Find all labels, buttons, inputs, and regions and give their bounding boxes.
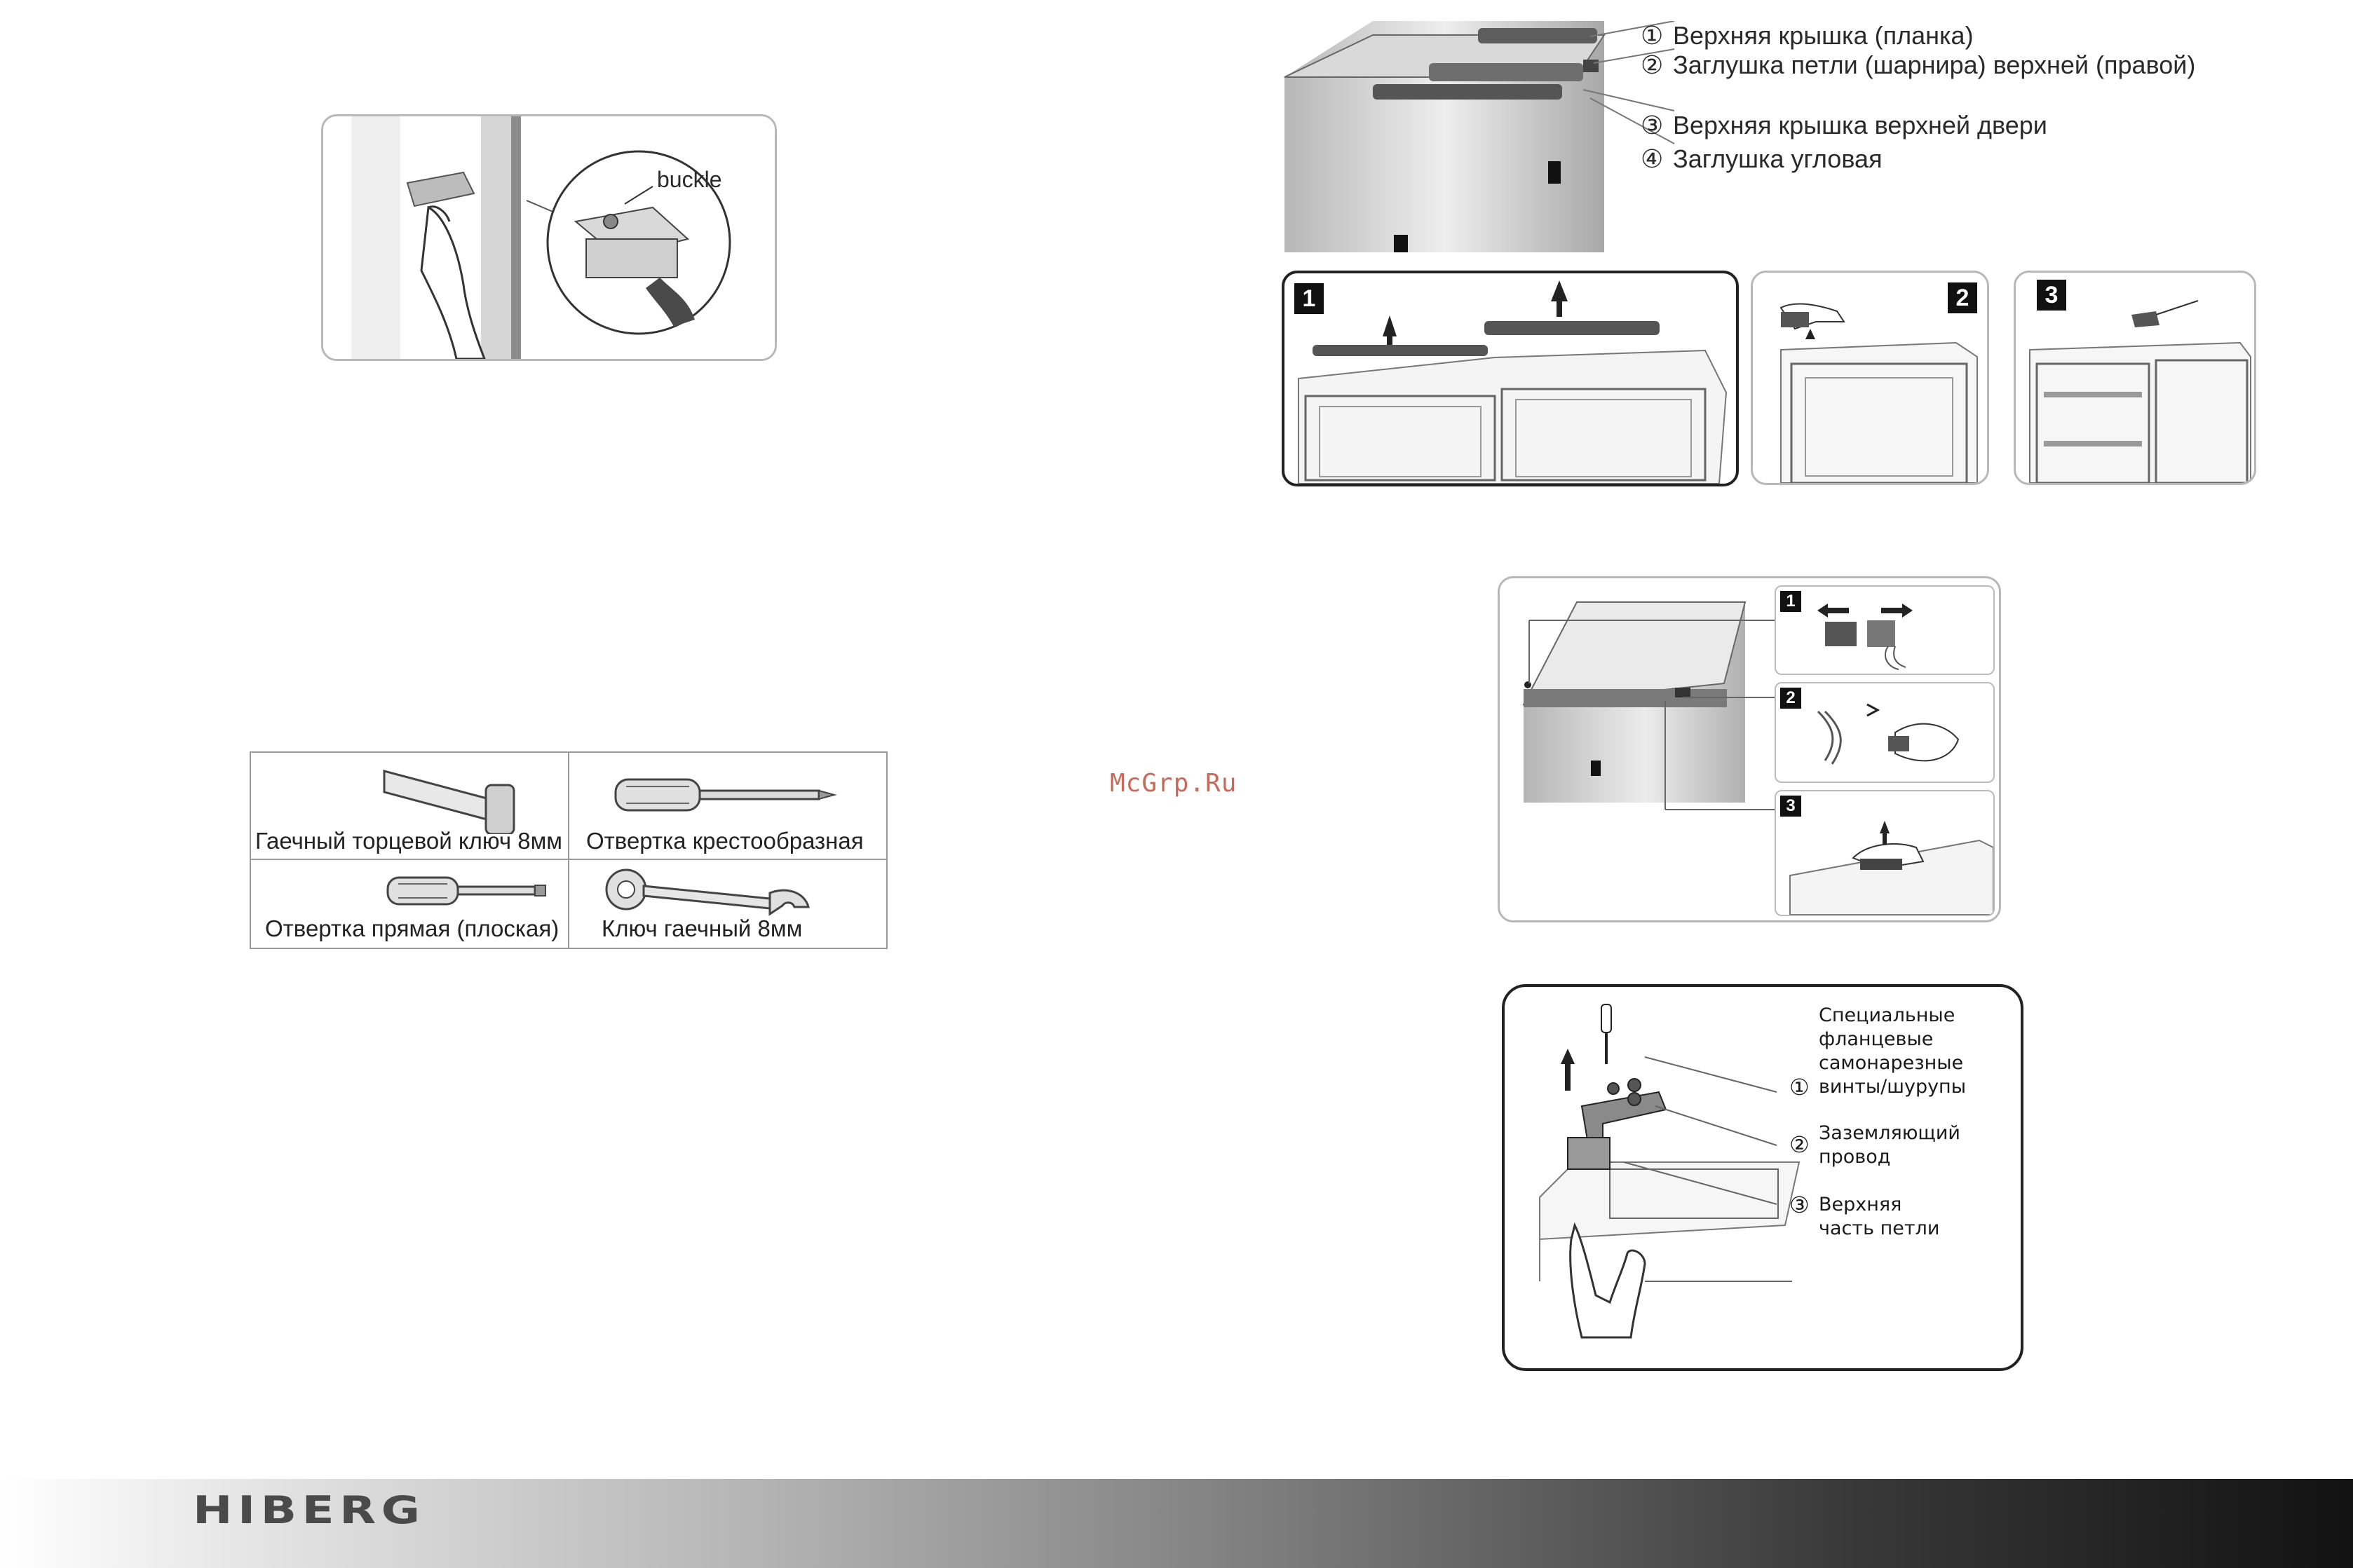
step-3-panel: 3 xyxy=(2014,271,2256,485)
footer-bar xyxy=(0,1479,2353,1568)
step-2-illustration xyxy=(1779,303,1978,483)
tools-table: Гаечный торцевой ключ 8мм Отвертка крест… xyxy=(250,751,888,949)
tool-label-phillips-screwdriver: Отвертка крестообразная xyxy=(586,828,864,854)
step-1-badge: 1 xyxy=(1294,283,1324,314)
hinge-num-1: ① xyxy=(1789,1074,1810,1100)
part-4-label: Заглушка угловая xyxy=(1673,144,1883,173)
wiring-connector-lines xyxy=(1528,620,1775,810)
hinge-label-upper-hinge: Верхняя часть петли xyxy=(1819,1194,1940,1239)
phillips-screwdriver-icon xyxy=(614,778,837,812)
tool-label-flat-screwdriver: Отвертка прямая (плоская) xyxy=(265,915,560,941)
step-1-panel: 1 xyxy=(1282,271,1739,486)
open-end-wrench-icon xyxy=(605,868,810,916)
tool-label-socket-wrench: Гаечный торцевой ключ 8мм xyxy=(255,828,562,854)
cover-lift-illustration xyxy=(1789,821,1993,915)
step-3-illustration xyxy=(2029,300,2251,483)
hinge-label-screws: винты/шурупы xyxy=(1819,1076,1967,1098)
part-1-label: Верхняя крышка (планка) xyxy=(1673,21,1974,50)
step-2-badge: 2 xyxy=(1948,282,1977,313)
tool-label-open-end-wrench: Ключ гаечный 8мм xyxy=(602,915,803,941)
figure-wiring-panel: 1 2 3 xyxy=(1498,576,2001,922)
step-3-badge: 3 xyxy=(2037,280,2066,311)
hinge-removal-illustration xyxy=(1539,1004,1801,1339)
step-1-illustration xyxy=(1298,280,1728,484)
step-2-panel: 2 xyxy=(1751,271,1989,485)
figure-hinge-panel: Специальные фланцевые самонарезные ① вин… xyxy=(1502,984,2023,1371)
figure-buckle-illustration xyxy=(323,116,775,359)
part-3-num: ③ xyxy=(1641,111,1664,139)
connector-separate-illustration xyxy=(1817,604,1913,670)
part-4-num: ④ xyxy=(1641,144,1664,173)
flat-screwdriver-icon xyxy=(386,876,546,906)
part-1-num: ① xyxy=(1641,21,1664,50)
buckle-label: buckle xyxy=(657,167,722,192)
part-2-num: ② xyxy=(1641,50,1664,79)
wiring-step-1-badge: 1 xyxy=(1780,591,1801,612)
socket-wrench-icon xyxy=(383,770,515,834)
wiring-step-2-badge: 2 xyxy=(1780,688,1801,709)
wiring-step-3-badge: 3 xyxy=(1780,796,1801,817)
watermark: McGrp.Ru xyxy=(1110,769,1237,798)
hinge-num-3: ③ xyxy=(1789,1192,1810,1218)
brand-logo: HIBERG xyxy=(193,1488,426,1532)
part-2-label: Заглушка петли (шарнира) верхней (правой… xyxy=(1673,50,2196,79)
wire-unplug-illustration xyxy=(1817,703,1960,765)
figure-buckle-panel: buckle xyxy=(321,114,777,361)
wiring-step-2: 2 xyxy=(1775,682,1995,783)
fridge-wiring-illustration xyxy=(1522,601,1747,803)
fridge-top-illustration xyxy=(1284,21,1675,252)
wiring-step-1: 1 xyxy=(1775,585,1995,675)
part-3-label: Верхняя крышка верхней двери xyxy=(1673,111,2047,139)
hinge-label-ground-wire: Заземляющий провод xyxy=(1819,1122,1960,1168)
figure-top-parts: ① Верхняя крышка (планка) ② Заглушка пет… xyxy=(1282,21,2196,252)
hinge-num-2: ② xyxy=(1789,1131,1810,1158)
hinge-label-screws-intro: Специальные фланцевые самонарезные xyxy=(1819,1004,1964,1074)
wiring-step-3: 3 xyxy=(1775,790,1995,916)
